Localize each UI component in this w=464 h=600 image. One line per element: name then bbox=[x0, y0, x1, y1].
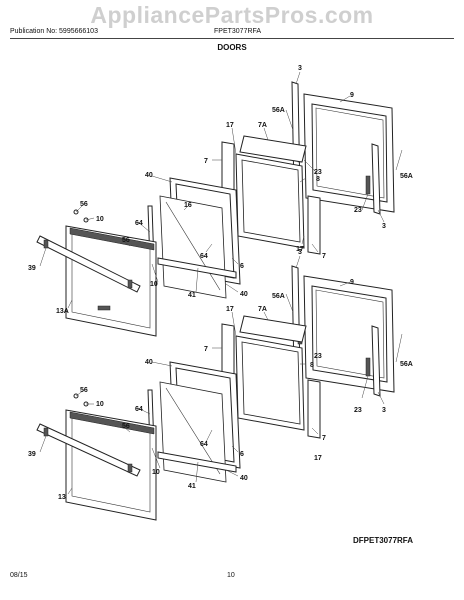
callout-upper-56A-right: 56A bbox=[400, 173, 413, 180]
callout-upper-7-left: 7 bbox=[204, 158, 208, 165]
callout-upper-41: 41 bbox=[188, 292, 196, 299]
callout-upper-23-mid: 23 bbox=[314, 169, 322, 176]
callout-upper-6: 6 bbox=[240, 263, 244, 270]
callout-lower-17-top: 17 bbox=[226, 306, 234, 313]
callout-lower-56-mid: 56 bbox=[122, 423, 130, 430]
callout-upper-3-bottom: 3 bbox=[382, 223, 386, 230]
upper-inner-glass-panel bbox=[235, 153, 305, 249]
lower-hinge-right bbox=[365, 357, 371, 377]
lower-inner-glass-panel bbox=[235, 335, 305, 431]
callout-lower-10-top: 10 bbox=[96, 401, 104, 408]
callout-lower-6: 6 bbox=[240, 451, 244, 458]
callout-lower-40-bottom: 40 bbox=[240, 475, 248, 482]
callout-upper-3-top: 3 bbox=[298, 65, 302, 72]
callout-lower-7-right: 7 bbox=[322, 435, 326, 442]
callout-lower-41: 41 bbox=[188, 483, 196, 490]
page-number: 10 bbox=[227, 572, 235, 579]
callout-upper-64-right: 64 bbox=[200, 253, 208, 260]
callout-lower-23-bottom: 23 bbox=[354, 407, 362, 414]
callout-lower-9: 9 bbox=[350, 279, 354, 286]
callout-upper-9: 9 bbox=[350, 92, 354, 99]
callout-upper-39: 39 bbox=[28, 265, 36, 272]
upper-door-assembly bbox=[36, 81, 395, 337]
lower-outer-door-panel bbox=[65, 409, 157, 521]
callout-upper-8: 8 bbox=[316, 176, 320, 183]
lower-middle-glass-pack bbox=[159, 361, 241, 483]
leader-lines bbox=[39, 71, 403, 495]
lower-insulation-top bbox=[239, 315, 307, 343]
callout-lower-56A-right: 56A bbox=[400, 361, 413, 368]
callout-lower-17-bottom: 17 bbox=[314, 455, 322, 462]
callout-upper-56: 56 bbox=[80, 201, 88, 208]
callout-upper-17-top: 17 bbox=[226, 122, 234, 129]
watermark-text: AppliancePartsPros.com bbox=[90, 2, 374, 28]
callout-lower-13: 13 bbox=[58, 494, 66, 501]
lower-door-handle bbox=[36, 423, 141, 477]
callout-lower-39: 39 bbox=[28, 451, 36, 458]
callout-upper-13A: 13A bbox=[56, 308, 69, 315]
callout-lower-7A: 7A bbox=[258, 306, 267, 313]
upper-insulation-right bbox=[307, 195, 321, 255]
callout-upper-7-right: 7 bbox=[322, 253, 326, 260]
callout-lower-56: 56 bbox=[80, 387, 88, 394]
callout-upper-40-top: 40 bbox=[145, 172, 153, 179]
diagram-reference: DFPET3077RFA bbox=[353, 536, 414, 545]
callout-upper-16: 16 bbox=[184, 202, 192, 209]
lower-bottom-trim bbox=[157, 451, 237, 473]
callout-lower-64-left: 64 bbox=[135, 406, 143, 413]
publication-number: Publication No: 5995666103 bbox=[10, 28, 98, 35]
callout-lower-64-right: 64 bbox=[200, 441, 208, 448]
upper-outer-door-panel bbox=[65, 225, 157, 337]
callout-upper-56A-left: 56A bbox=[272, 107, 285, 114]
upper-insulation-top bbox=[239, 135, 307, 163]
model-number: FPET3077RFA bbox=[214, 28, 262, 35]
lower-insulation-right bbox=[307, 379, 321, 439]
callout-lower-3-top: 3 bbox=[298, 249, 302, 256]
callout-upper-40-bottom: 40 bbox=[240, 291, 248, 298]
upper-middle-glass-pack bbox=[159, 177, 241, 299]
lower-door-assembly bbox=[36, 265, 395, 521]
callout-upper-56-mid: 56 bbox=[122, 237, 130, 244]
lower-inner-door-frame bbox=[303, 275, 395, 393]
upper-hinge-right bbox=[365, 175, 371, 195]
callout-lower-3-bottom: 3 bbox=[382, 407, 386, 414]
callout-lower-56A-left: 56A bbox=[272, 293, 285, 300]
upper-bottom-trim bbox=[157, 257, 237, 279]
header-rule bbox=[10, 38, 454, 39]
callout-upper-10-bottom: 10 bbox=[150, 281, 158, 288]
callout-upper-64-left: 64 bbox=[135, 220, 143, 227]
callout-upper-23-bottom: 23 bbox=[354, 207, 362, 214]
callout-lower-40-top: 40 bbox=[145, 359, 153, 366]
callout-lower-23-mid: 23 bbox=[314, 353, 322, 360]
upper-inner-door-frame bbox=[303, 93, 395, 213]
callout-upper-7A: 7A bbox=[258, 122, 267, 129]
upper-door-handle bbox=[36, 235, 141, 293]
callout-lower-8: 8 bbox=[310, 362, 314, 369]
callout-lower-10-bottom: 10 bbox=[152, 469, 160, 476]
callout-lower-7-left: 7 bbox=[204, 346, 208, 353]
callout-upper-17-bottom: 17 bbox=[296, 246, 304, 253]
callout-upper-10-top: 10 bbox=[96, 216, 104, 223]
callout-labels: 3 56A 9 7A 17 7 8 23 56A 23 3 17 7 40 16… bbox=[28, 65, 413, 501]
footer-date: 08/15 bbox=[10, 572, 28, 579]
section-title: DOORS bbox=[217, 43, 247, 52]
